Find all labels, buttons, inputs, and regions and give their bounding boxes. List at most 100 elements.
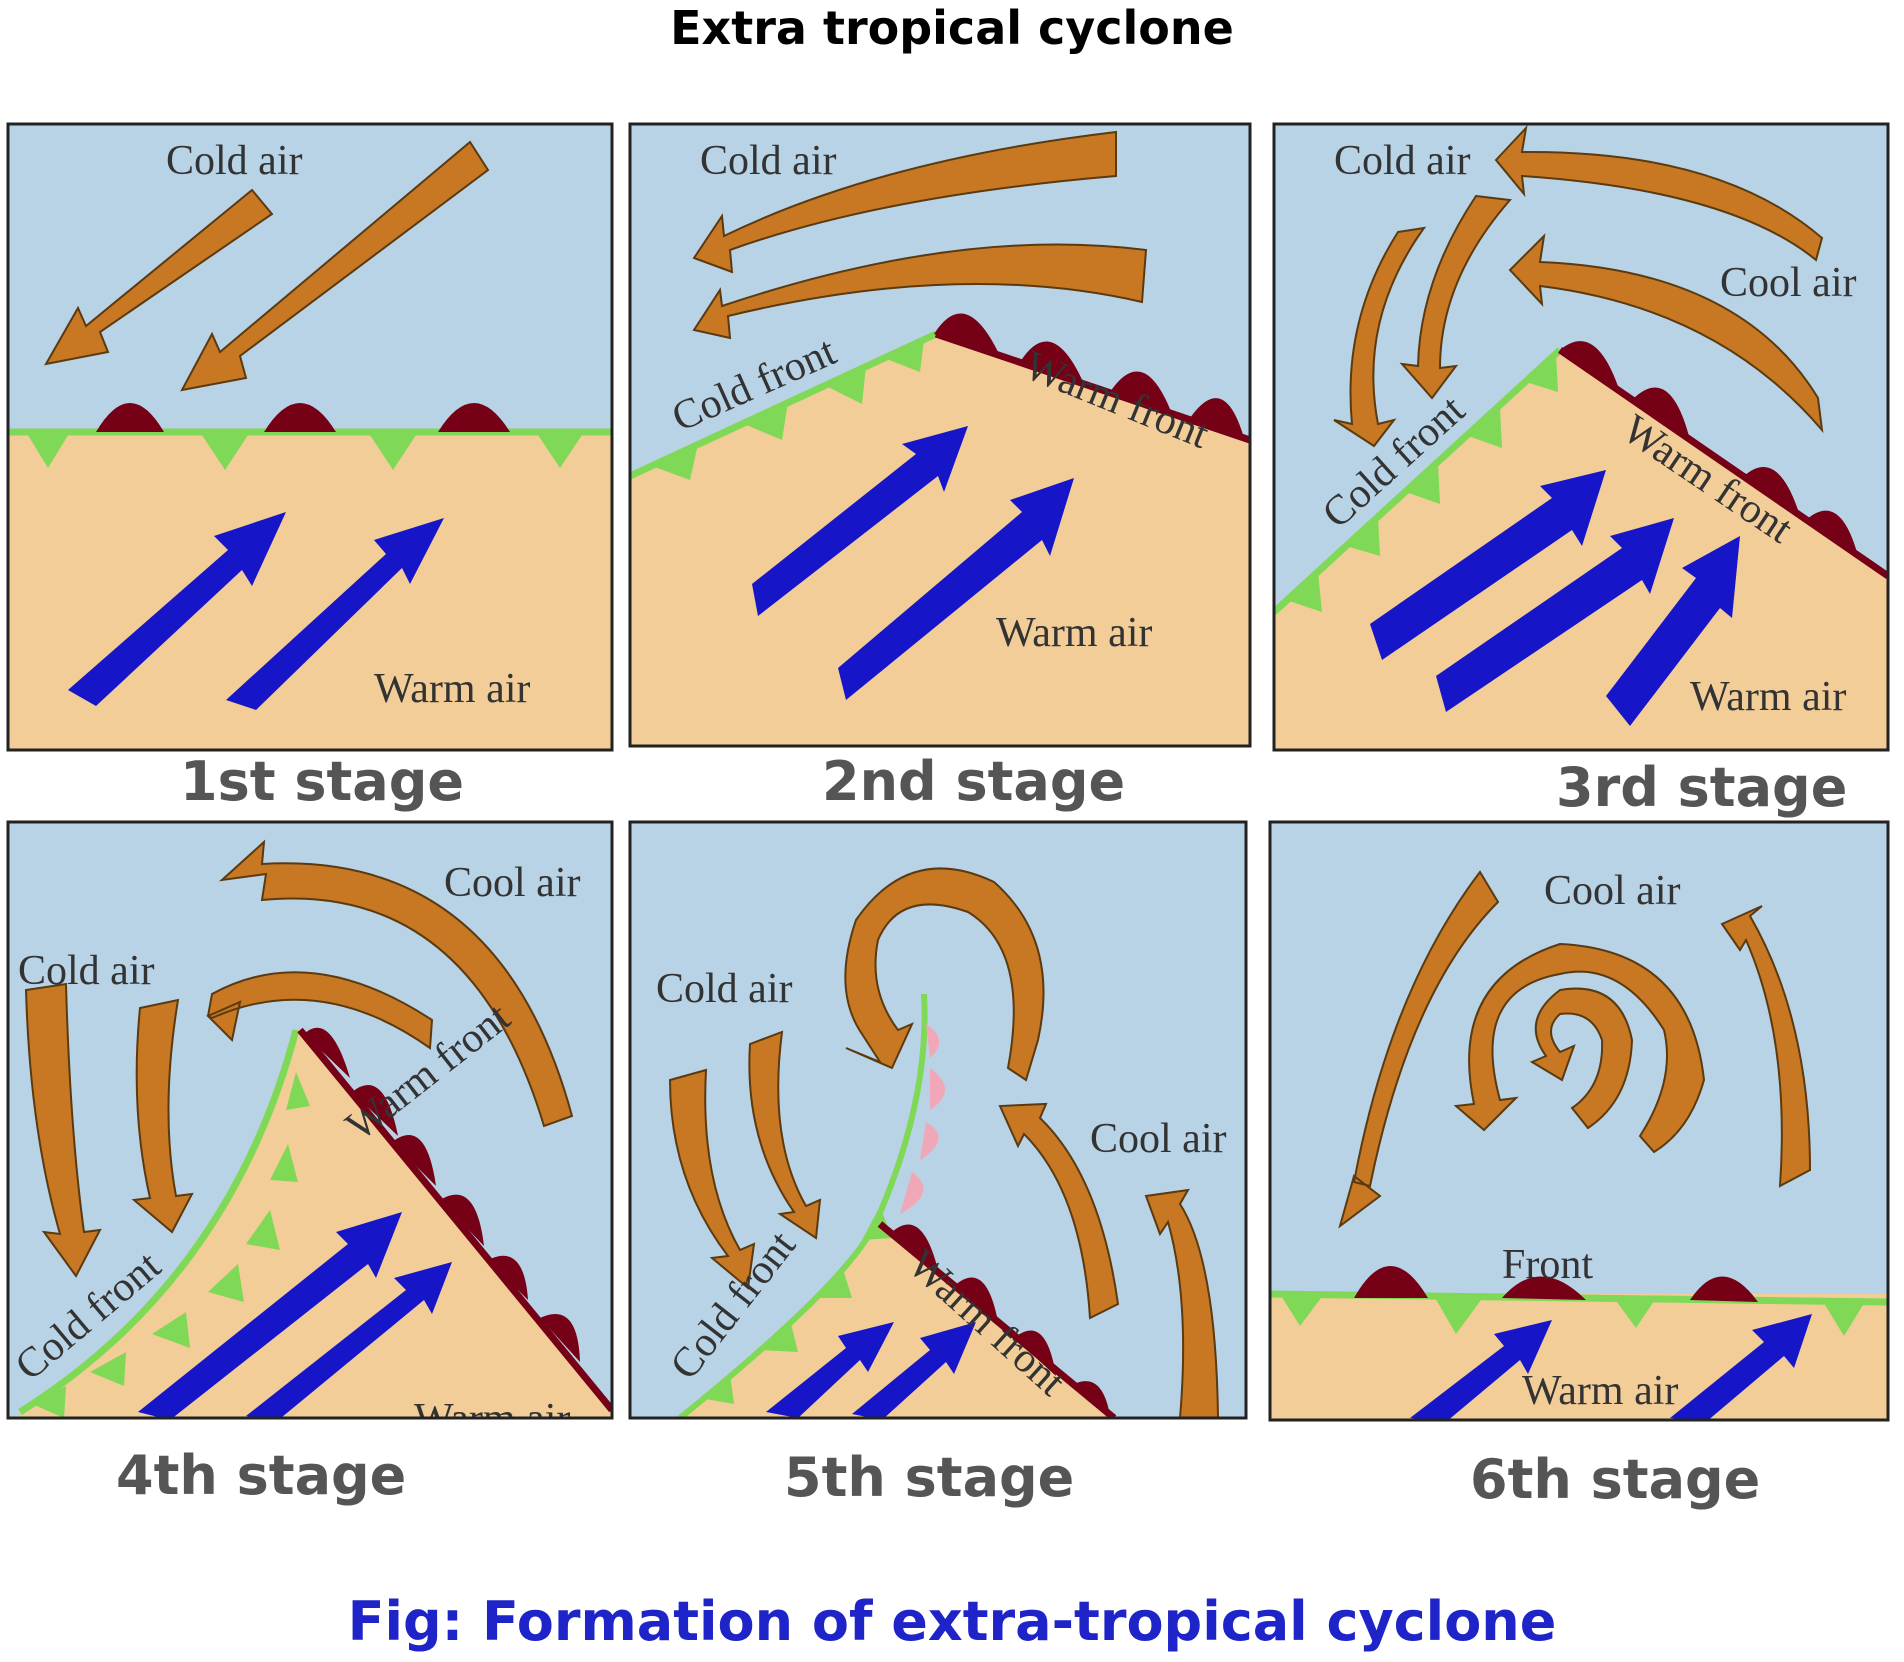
warm-air-arrows (752, 426, 1074, 700)
panel-stage-5: Cold air Cool air Cold front Warm front (630, 822, 1246, 1418)
panel-stage-4: Cool air Cold air Cold front Warm front … (8, 822, 612, 1442)
cold-front-markers (1280, 1294, 1866, 1336)
panel-stage-6: Cool air Front Warm air (1270, 822, 1888, 1420)
cool-air-label: Cool air (1544, 868, 1680, 914)
cold-air-arrow (748, 1030, 822, 1240)
warm-air-arrow (766, 1322, 894, 1418)
cold-air-arrows (24, 839, 574, 1278)
warm-air-arrow (138, 1212, 402, 1418)
stage-label: 3rd stage (1556, 756, 1847, 819)
cold-front-line (18, 1029, 300, 1415)
cold-front-markers (652, 340, 924, 480)
cold-air-arrow (692, 130, 1117, 274)
cold-air-arrow (206, 971, 434, 1050)
cold-air-arrow (1333, 226, 1427, 448)
stage-label: 6th stage (1470, 1448, 1760, 1511)
cold-air-arrow (668, 1068, 756, 1290)
warm-air-arrow (1410, 1320, 1552, 1420)
cold-air-arrow (844, 867, 1045, 1082)
cold-air-arrow (1399, 194, 1513, 400)
warm-front-markers (96, 403, 510, 432)
cold-front-line (1274, 347, 1563, 615)
warm-air-arrow (1606, 536, 1740, 726)
cool-air-label: Cool air (444, 860, 580, 906)
panel-border (1268, 820, 1890, 1422)
warm-air-region (8, 432, 612, 750)
warm-air-arrow (246, 1262, 452, 1418)
warm-air-arrow (1370, 470, 1606, 660)
warm-air-region (630, 334, 1250, 746)
warm-air-arrow (68, 512, 286, 706)
cold-front-markers (32, 1072, 310, 1418)
warm-air-label: Warm air (374, 666, 530, 712)
warm-front-markers (1354, 1266, 1758, 1302)
cold-air-arrow (1720, 905, 1812, 1188)
warm-air-region (680, 1222, 1114, 1418)
warm-air-arrow (1670, 1314, 1812, 1420)
cold-air-label: Cold air (18, 948, 154, 994)
warm-air-arrows (1370, 470, 1740, 726)
warm-air-arrows (1410, 1314, 1812, 1420)
panel-border (6, 820, 614, 1420)
page-title: Extra tropical cyclone (670, 1, 1234, 55)
warm-air-label: Warm air (414, 1396, 570, 1442)
stage-label: 2nd stage (822, 750, 1125, 813)
cold-air-arrow (180, 140, 490, 392)
panel-stage-3: Cold air Cool air Cold front Warm front … (1274, 124, 1888, 750)
warm-air-arrows (138, 1212, 452, 1418)
stage-label: 4th stage (116, 1444, 406, 1507)
occluded-front-markers (900, 1024, 945, 1214)
warm-air-arrows (68, 512, 444, 710)
warm-air-arrows (766, 1322, 976, 1418)
cold-air-arrow (1508, 233, 1824, 434)
cold-air-arrow (1144, 1188, 1220, 1418)
cold-air-label: Cold air (166, 138, 302, 184)
cold-front-markers (1286, 354, 1558, 612)
front-label: Front (1502, 1242, 1593, 1288)
cold-air-label: Cold air (1334, 138, 1470, 184)
warm-air-arrow (1436, 518, 1674, 712)
warm-air-arrow (852, 1322, 976, 1418)
cold-air-arrows (44, 140, 490, 392)
panel-stage-2: Cold air Cold front Warm front Warm air (630, 124, 1250, 746)
cold-air-arrow (1453, 942, 1706, 1154)
panel-border (628, 820, 1248, 1420)
warm-air-label: Warm air (1522, 1368, 1678, 1414)
cold-air-arrows (668, 867, 1220, 1418)
cold-air-arrow (44, 188, 274, 366)
cold-air-arrow (1494, 124, 1824, 262)
panel-stage-1: Cold air Warm air (8, 124, 612, 750)
stage-label: 5th stage (784, 1446, 1074, 1509)
cold-air-arrow (692, 243, 1148, 340)
stage-label: 1st stage (180, 750, 464, 813)
warm-air-label: Warm air (996, 610, 1152, 656)
cold-air-label: Cold air (700, 138, 836, 184)
warm-air-label: Warm air (1690, 674, 1846, 720)
warm-air-arrow (226, 518, 444, 710)
panel-border (628, 122, 1252, 748)
panel-border (6, 122, 614, 752)
warm-air-arrow (752, 426, 968, 616)
panel-border (1272, 122, 1890, 752)
cool-air-label: Cool air (1720, 260, 1856, 306)
cool-air-label: Cool air (1090, 1116, 1226, 1162)
warm-front-markers (892, 1224, 1110, 1416)
warm-air-region (20, 1030, 612, 1418)
warm-air-arrow (838, 478, 1074, 700)
cold-air-label: Cold air (656, 966, 792, 1012)
cold-air-arrows (1338, 870, 1812, 1229)
cold-air-arrow (998, 1102, 1120, 1320)
warm-front-markers (1560, 341, 1858, 556)
warm-front-markers (934, 313, 1244, 438)
cold-air-arrow (1338, 870, 1500, 1229)
cold-air-arrows (692, 130, 1148, 340)
cold-air-arrows (1333, 124, 1824, 448)
warm-front-markers (304, 1027, 580, 1362)
warm-front-line (297, 1027, 612, 1413)
figure-caption: Fig: Formation of extra-tropical cyclone (347, 1590, 1557, 1653)
warm-air-region (1274, 350, 1888, 750)
cold-air-arrow (1529, 987, 1634, 1130)
cold-air-arrow (24, 982, 102, 1278)
cold-air-arrow (131, 998, 194, 1234)
